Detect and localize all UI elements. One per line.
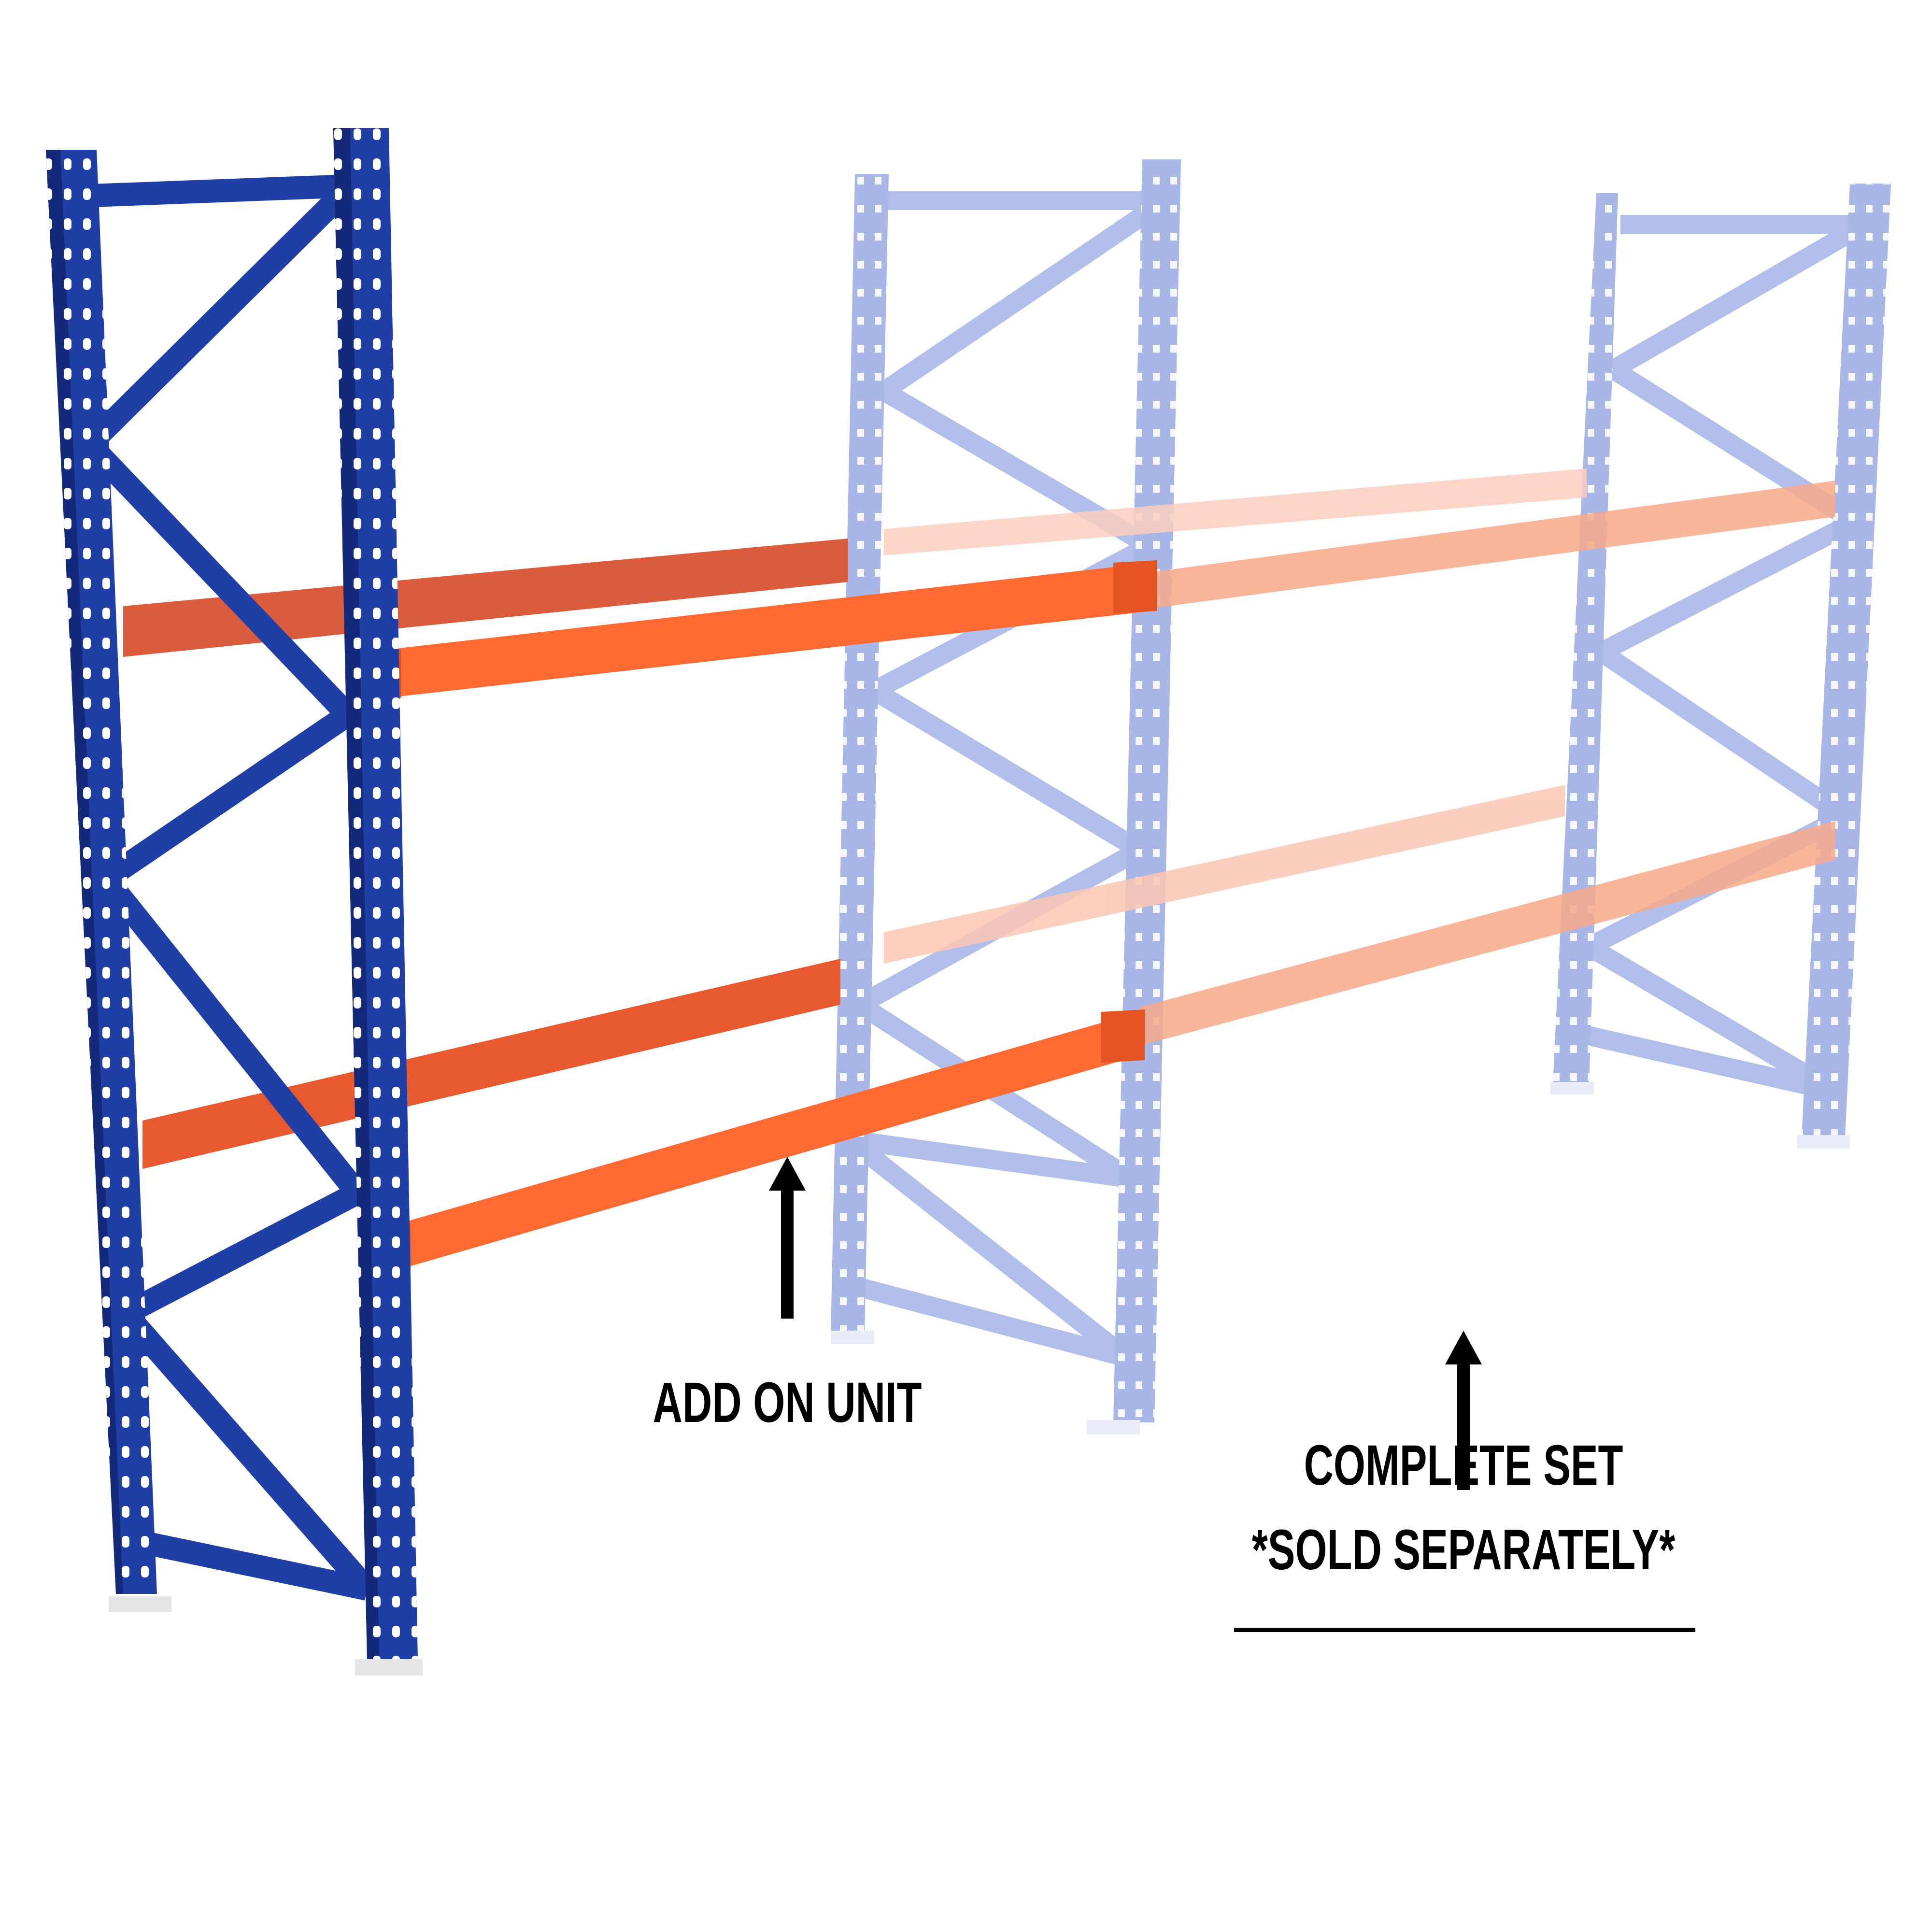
sold-separately-underline: [1234, 1628, 1695, 1632]
ghost-frame-right: [1553, 184, 1891, 1137]
ghost-base-plate: [831, 1331, 874, 1344]
ghost-frame-middle: [831, 159, 1181, 1422]
ghost-base-plate: [1797, 1135, 1850, 1149]
complete-set-label: COMPLETE SET: [1304, 1434, 1623, 1497]
add-on-unit-label: ADD ON UNIT: [653, 1371, 922, 1435]
ghost-beams: [884, 469, 1835, 1046]
arrow-up-icon: [769, 1157, 806, 1319]
beams-left-bay: [123, 539, 1157, 1270]
blue-frame-add-on: [46, 128, 423, 1676]
arrow-up-icon: [1445, 1331, 1482, 1490]
ghost-base-plate: [1550, 1082, 1594, 1094]
sold-separately-label: *SOLD SEPARATELY*: [1251, 1518, 1676, 1582]
ghost-base-plate: [1087, 1420, 1140, 1435]
